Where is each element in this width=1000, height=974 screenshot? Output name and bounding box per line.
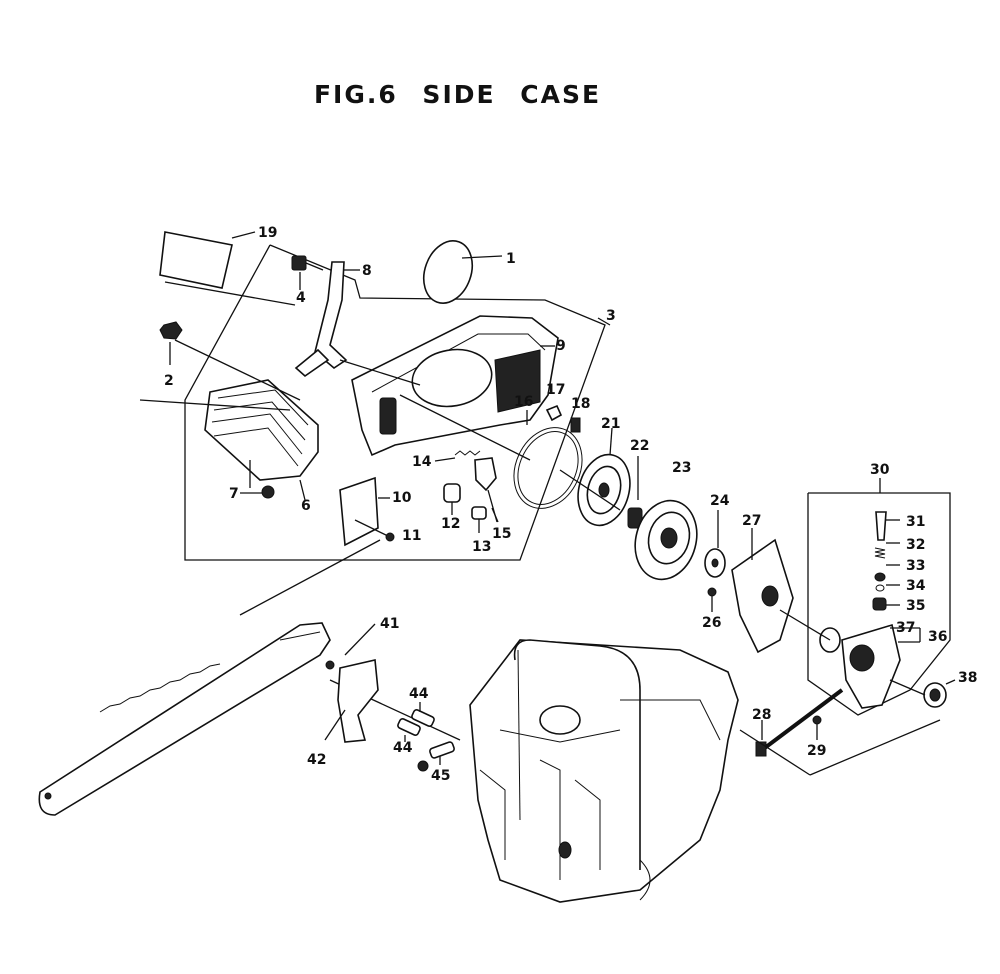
- spring-part: [874, 542, 900, 559]
- pin-part: [443, 483, 487, 533]
- screw-part: [570, 417, 581, 433]
- oil-seal-part: [923, 679, 956, 708]
- part-label: 33: [906, 558, 925, 574]
- sprocket-part: [634, 499, 698, 581]
- label-leaders: [491, 317, 881, 523]
- part-label: 17: [546, 382, 565, 398]
- part-label: 8: [362, 263, 372, 279]
- part-label: 3: [606, 308, 616, 324]
- part-label: 10: [392, 490, 412, 506]
- part-label: 13: [472, 539, 491, 555]
- part-label: 30: [870, 462, 890, 478]
- part-label: 35: [906, 598, 925, 614]
- washer-part: [545, 404, 563, 422]
- part-label: 11: [402, 528, 421, 544]
- part-label: 36: [928, 629, 947, 645]
- part-label: 14: [412, 454, 432, 470]
- part-label: 29: [807, 743, 826, 759]
- part-label: 26: [702, 615, 721, 631]
- round-label-part: [422, 240, 503, 304]
- brake-lever-part: [294, 261, 360, 378]
- part-labels: 1 2 3 4 6 7 8 9 10 11 12 13 14 15 16 17 …: [164, 225, 977, 784]
- oil-pump-outline: [807, 492, 951, 716]
- part-label: 37: [896, 620, 915, 636]
- part-label: 44: [409, 686, 429, 702]
- part-label: 21: [601, 416, 620, 432]
- part-label: 28: [752, 707, 771, 723]
- part-label: 42: [307, 752, 326, 768]
- part-label: 41: [380, 616, 399, 632]
- side-case-part: [351, 315, 559, 457]
- part-label: 27: [742, 513, 761, 529]
- part-label: 4: [296, 290, 306, 306]
- chain-adjuster-part: [417, 741, 455, 772]
- part-label: 22: [630, 438, 649, 454]
- assembly-outline: [184, 244, 606, 561]
- part-label: 45: [431, 768, 450, 784]
- part-label: 16: [514, 394, 533, 410]
- part-label: 18: [571, 396, 590, 412]
- plate-part: [339, 476, 390, 547]
- part-label: 24: [710, 493, 730, 509]
- part-label: 23: [672, 460, 691, 476]
- powerhead-part: [469, 639, 739, 903]
- stud-part: [397, 702, 435, 742]
- front-guard-part: [204, 379, 319, 501]
- o-ring-part: [875, 584, 900, 592]
- part-label: 12: [441, 516, 460, 532]
- adjust-screw-part: [875, 511, 900, 541]
- part-label: 31: [906, 514, 925, 530]
- bolt-part: [291, 255, 324, 290]
- guide-bar-part: [38, 622, 331, 816]
- part-label: 44: [393, 740, 413, 756]
- part-label: 38: [958, 670, 977, 686]
- nut-part: [240, 460, 275, 499]
- nut-part: [159, 321, 183, 365]
- part-label: 34: [906, 578, 926, 594]
- needle-bearing-part: [627, 456, 643, 529]
- spring-part: [434, 450, 481, 462]
- washer-part: [812, 715, 822, 740]
- part-label: 6: [301, 498, 311, 514]
- part-label: 7: [229, 486, 239, 502]
- cover-plate-part: [731, 528, 794, 654]
- part-label: 15: [492, 526, 511, 542]
- part-label: 19: [258, 225, 277, 241]
- clutch-part: [577, 427, 631, 527]
- bar-plate-part: [324, 623, 379, 743]
- part-label: 32: [906, 537, 925, 553]
- part-label: 1: [506, 251, 516, 267]
- washer-part: [874, 564, 900, 582]
- decal-part: [159, 231, 256, 289]
- bolt-part: [755, 688, 844, 757]
- part-label: 9: [556, 338, 566, 354]
- screw-part: [354, 519, 395, 542]
- figure-title: FIG.6 SIDE CASE: [313, 80, 602, 109]
- plug-part: [872, 597, 900, 611]
- part-label: 2: [164, 373, 174, 389]
- washer-part: [704, 510, 726, 578]
- screw-part: [707, 587, 717, 612]
